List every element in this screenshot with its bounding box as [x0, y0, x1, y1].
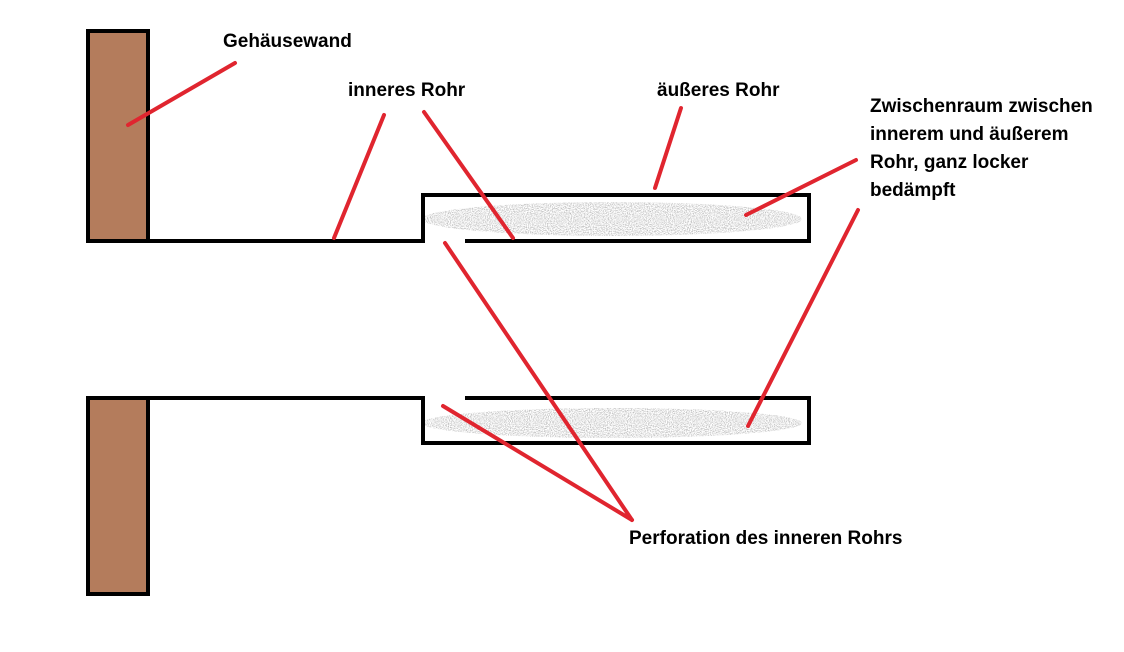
damping-material-top — [422, 202, 802, 236]
leader-inner-tube-1 — [332, 113, 386, 240]
leader-gap-1 — [744, 158, 858, 217]
leader-housing-wall — [126, 61, 237, 127]
leader-perforation-1 — [443, 241, 634, 522]
outer-tube-wall-bottom — [421, 396, 811, 445]
label-gap-line-4: bedämpft — [870, 180, 956, 201]
housing-wall-bottom — [86, 396, 150, 596]
label-outer-tube: äußeres Rohr — [657, 80, 780, 101]
tube-assembly-top — [146, 193, 811, 243]
leader-outer-tube — [653, 106, 683, 190]
housing-wall-top — [86, 29, 150, 243]
label-perforation: Perforation des inneren Rohrs — [629, 528, 903, 549]
label-gap-line-2: innerem und äußerem — [870, 124, 1069, 145]
leader-perforation-2 — [441, 404, 634, 522]
label-gap: Zwischenraum zwischen innerem und äußere… — [870, 93, 1093, 205]
label-housing-wall: Gehäusewand — [223, 31, 352, 52]
damping-material-bottom — [422, 408, 802, 438]
label-gap-line-1: Zwischenraum zwischen — [870, 96, 1093, 117]
tube-assembly-bottom — [146, 396, 811, 445]
leader-inner-tube-2 — [422, 110, 515, 240]
outer-tube-wall-top — [421, 193, 811, 243]
leader-gap-2 — [746, 208, 860, 428]
label-inner-tube: inneres Rohr — [348, 80, 466, 101]
leader-lines — [126, 61, 860, 522]
label-gap-line-3: Rohr, ganz locker — [870, 152, 1029, 173]
